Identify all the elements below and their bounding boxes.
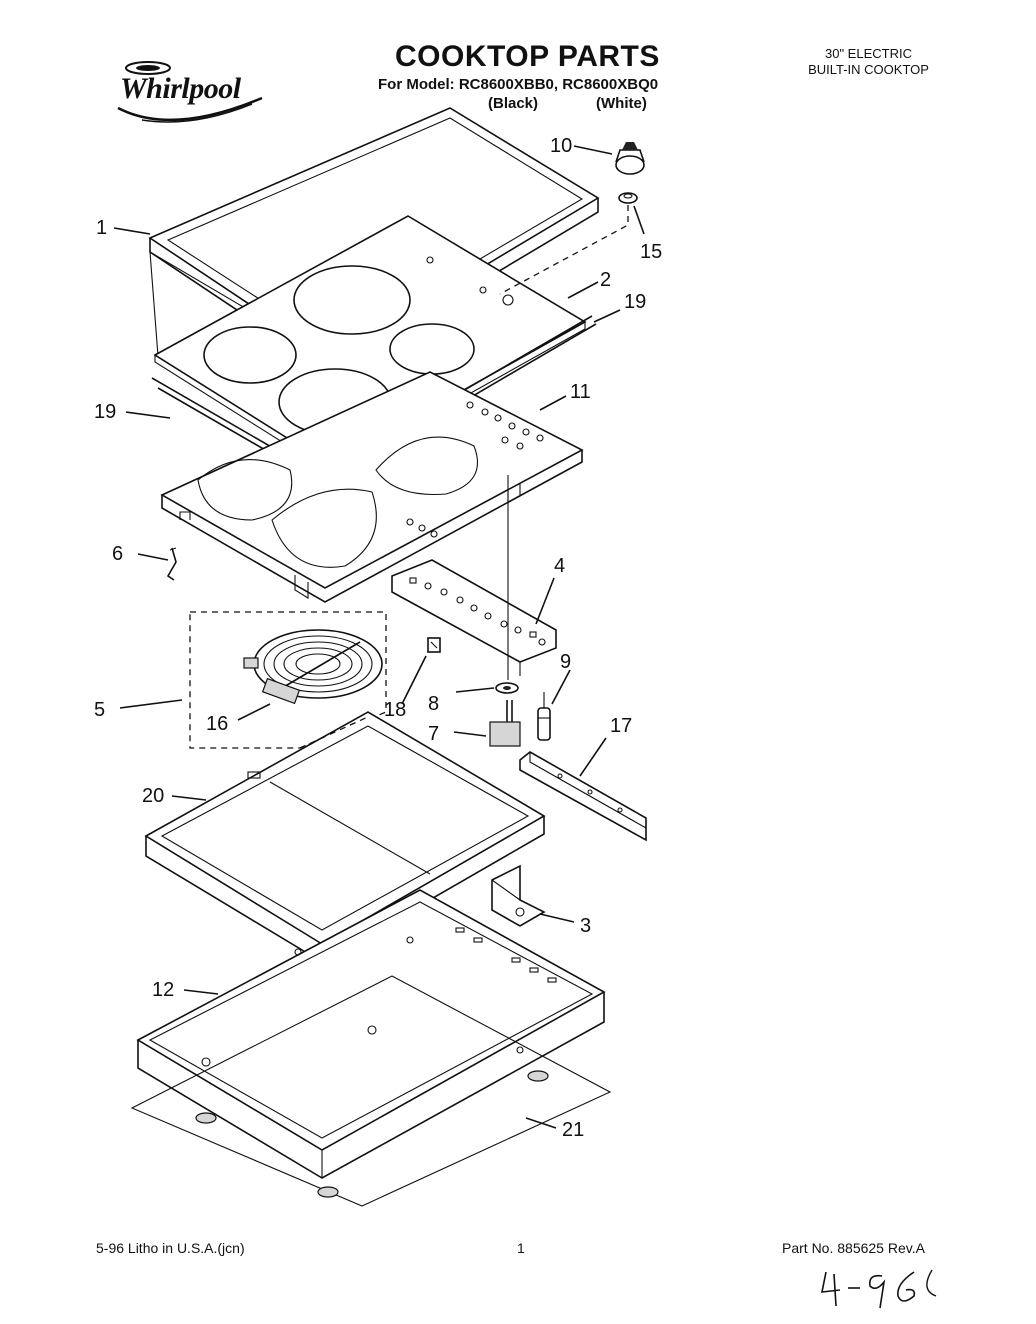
part-11-burner-box-plate	[160, 371, 584, 603]
product-line-1: 30" ELECTRIC	[825, 46, 912, 61]
callout-18: 18	[384, 699, 406, 721]
element-alignment-line	[299, 715, 371, 749]
part-17-trim-strip	[519, 751, 647, 842]
callout-5: 5	[94, 699, 105, 721]
part-21-insulation	[130, 975, 612, 1207]
callout-10: 10	[550, 135, 572, 157]
variant-black: (Black)	[488, 95, 539, 112]
callout-1: 1	[96, 217, 107, 239]
brand-wordmark: Whirlpool	[120, 72, 241, 105]
model-line: For Model: RC8600XBB0, RC8600XBQ0	[378, 76, 659, 93]
part-8-switch-washer	[495, 682, 519, 694]
callout-6: 6	[112, 543, 123, 565]
part-20-burner-box	[144, 711, 546, 963]
part-4-control-panel	[391, 559, 557, 676]
part-6-clip	[166, 547, 177, 581]
callout-16: 16	[206, 713, 228, 735]
part-10-control-knob	[615, 142, 645, 175]
callout-12: 12	[152, 979, 174, 1001]
callout-2: 2	[600, 269, 611, 291]
product-line-2: BUILT-IN COOKTOP	[808, 62, 929, 77]
callout-3: 3	[580, 915, 591, 937]
callout-leaders	[113, 145, 645, 1129]
part-3-mounting-bracket	[491, 864, 546, 927]
callout-9: 9	[560, 651, 571, 673]
part-7-infinite-switch	[489, 700, 521, 747]
product-description: 30" ELECTRIC BUILT-IN COOKTOP	[786, 46, 951, 78]
footer-page-number: 1	[517, 1240, 525, 1256]
callout-7: 7	[428, 723, 439, 745]
callout-20: 20	[142, 785, 164, 807]
part-15-knob-bezel	[618, 192, 638, 204]
callout-11: 11	[570, 381, 591, 403]
callout-19-lower: 19	[94, 401, 116, 423]
part-18-label	[427, 637, 441, 653]
part-16-limiter	[261, 677, 301, 705]
part-9-indicator-light	[537, 692, 551, 741]
callout-8: 8	[428, 693, 439, 715]
callout-4: 4	[554, 555, 565, 577]
part-12-base-pan	[136, 889, 606, 1179]
callout-19-upper: 19	[624, 291, 646, 313]
whirlpool-swirl-icon	[117, 61, 263, 123]
footer-litho: 5-96 Litho in U.S.A.(jcn)	[96, 1240, 245, 1256]
handwritten-date-mark	[821, 1269, 937, 1309]
callout-21: 21	[562, 1119, 584, 1141]
variant-white: (White)	[596, 95, 647, 112]
callout-15: 15	[640, 241, 662, 263]
callout-17: 17	[610, 715, 632, 737]
footer-part-number: Part No. 885625 Rev.A	[782, 1240, 925, 1256]
page-title: COOKTOP PARTS	[395, 40, 660, 73]
whirlpool-logo: Whirlpool	[112, 58, 272, 134]
